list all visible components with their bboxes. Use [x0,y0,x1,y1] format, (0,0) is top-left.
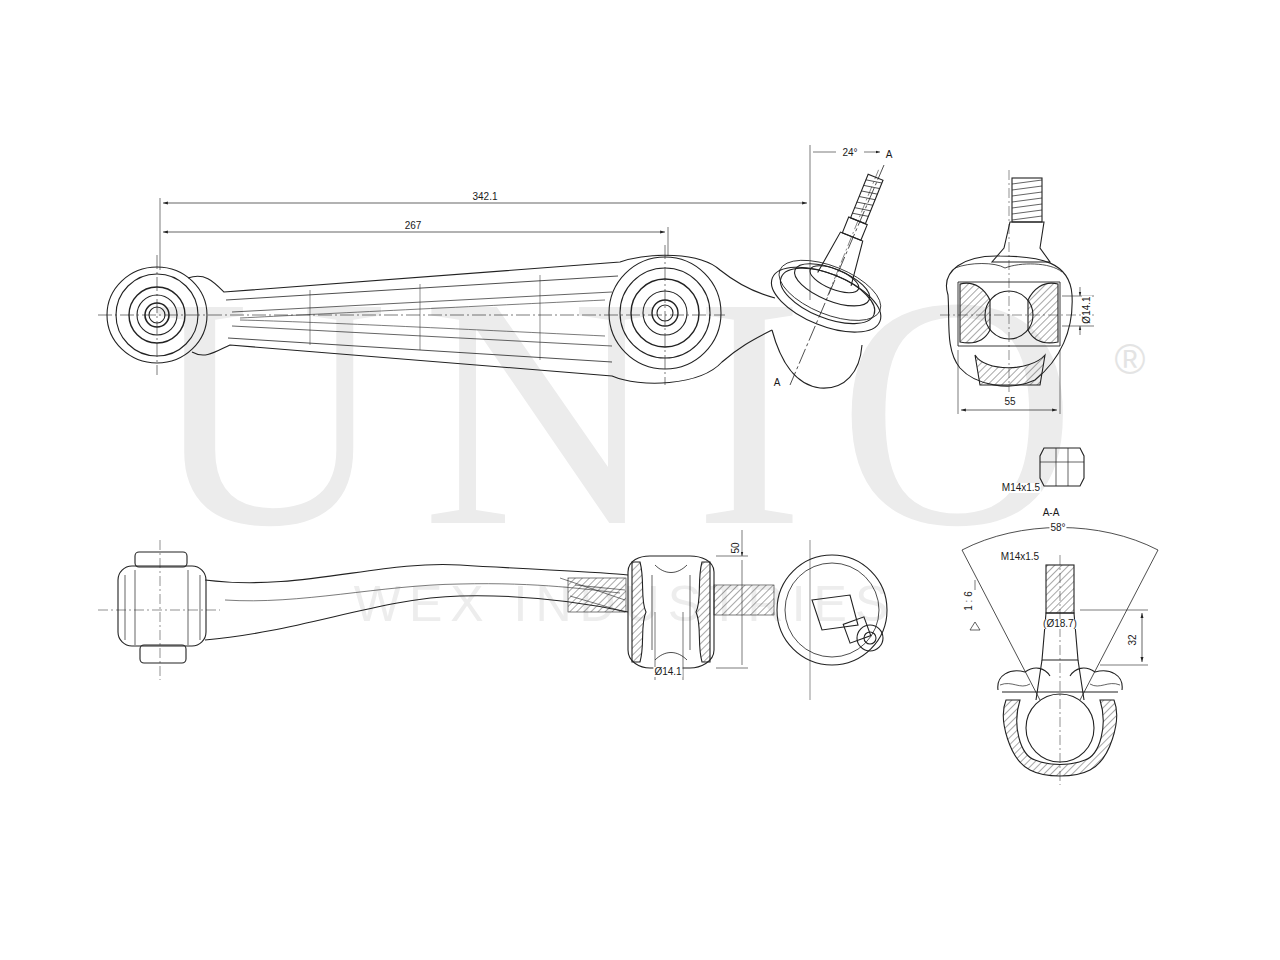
section-a-a [962,528,1158,786]
dimension-label: Ø14.1 [1082,295,1092,324]
dimension-label: 342.1 [471,192,498,202]
dimension-label: 24° [841,148,858,158]
dimension-label: A [773,378,782,388]
ball-joint-side-view [940,170,1095,414]
dimension-label: A [885,150,894,160]
dimension-label: 50 [731,541,741,554]
bottom-view [98,530,887,700]
dimension-label: M14x1.5 [1000,552,1040,562]
dimension-label: A-A [1042,508,1061,518]
dimension-label: M14x1.5 [1001,483,1041,493]
dimension-label: 1 : 6 [964,590,974,611]
watermark: ® [1115,339,1146,381]
nut [1040,448,1084,486]
dimension-label: 55 [1003,397,1016,407]
dimension-label: 32 [1128,633,1138,646]
dimension-label: (Ø18.7) [1042,619,1078,629]
dimension-label: 267 [404,221,423,231]
top-view [98,145,932,388]
dimension-label: Ø14.1 [653,667,682,677]
dimension-label: 58° [1049,523,1066,533]
